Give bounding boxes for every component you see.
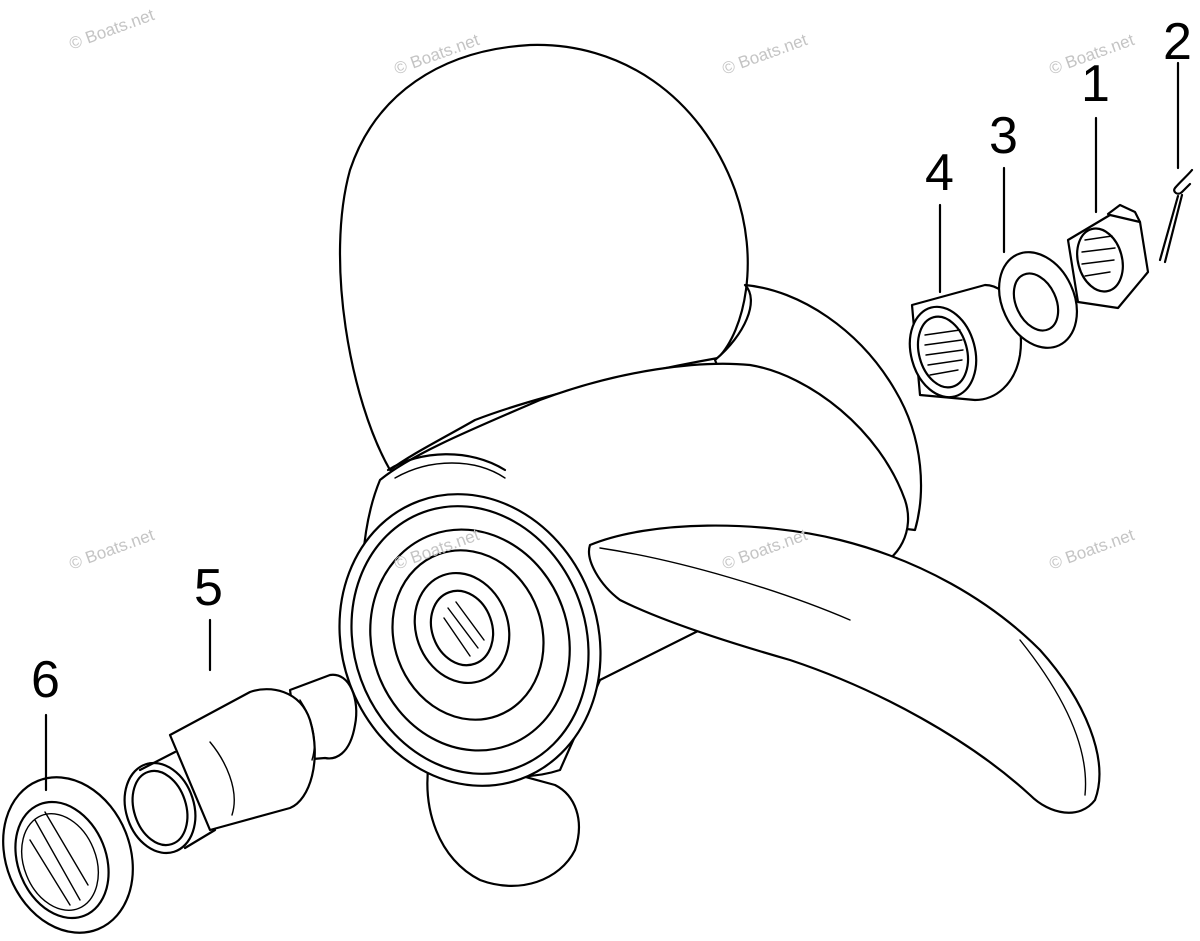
part-number-4: 4 <box>925 144 954 202</box>
propeller-upper-blade <box>338 43 749 472</box>
part-number-6: 6 <box>31 651 60 709</box>
part-1-castle-nut <box>1066 203 1150 310</box>
part-6-washer <box>2 776 134 934</box>
part-number-5: 5 <box>194 559 223 617</box>
leader-lines <box>44 61 1180 792</box>
part-2-cotter-pin <box>1158 168 1194 264</box>
part-number-1: 1 <box>1081 55 1110 113</box>
propeller-front-blade <box>587 524 1101 814</box>
part-number-2: 2 <box>1163 13 1192 71</box>
propeller-lower-blade <box>426 753 580 887</box>
part-number-3: 3 <box>989 107 1018 165</box>
part-5-thrust-hub <box>123 673 358 855</box>
part-3-washer <box>998 251 1078 349</box>
part-4-splined-bushing <box>908 283 1023 402</box>
